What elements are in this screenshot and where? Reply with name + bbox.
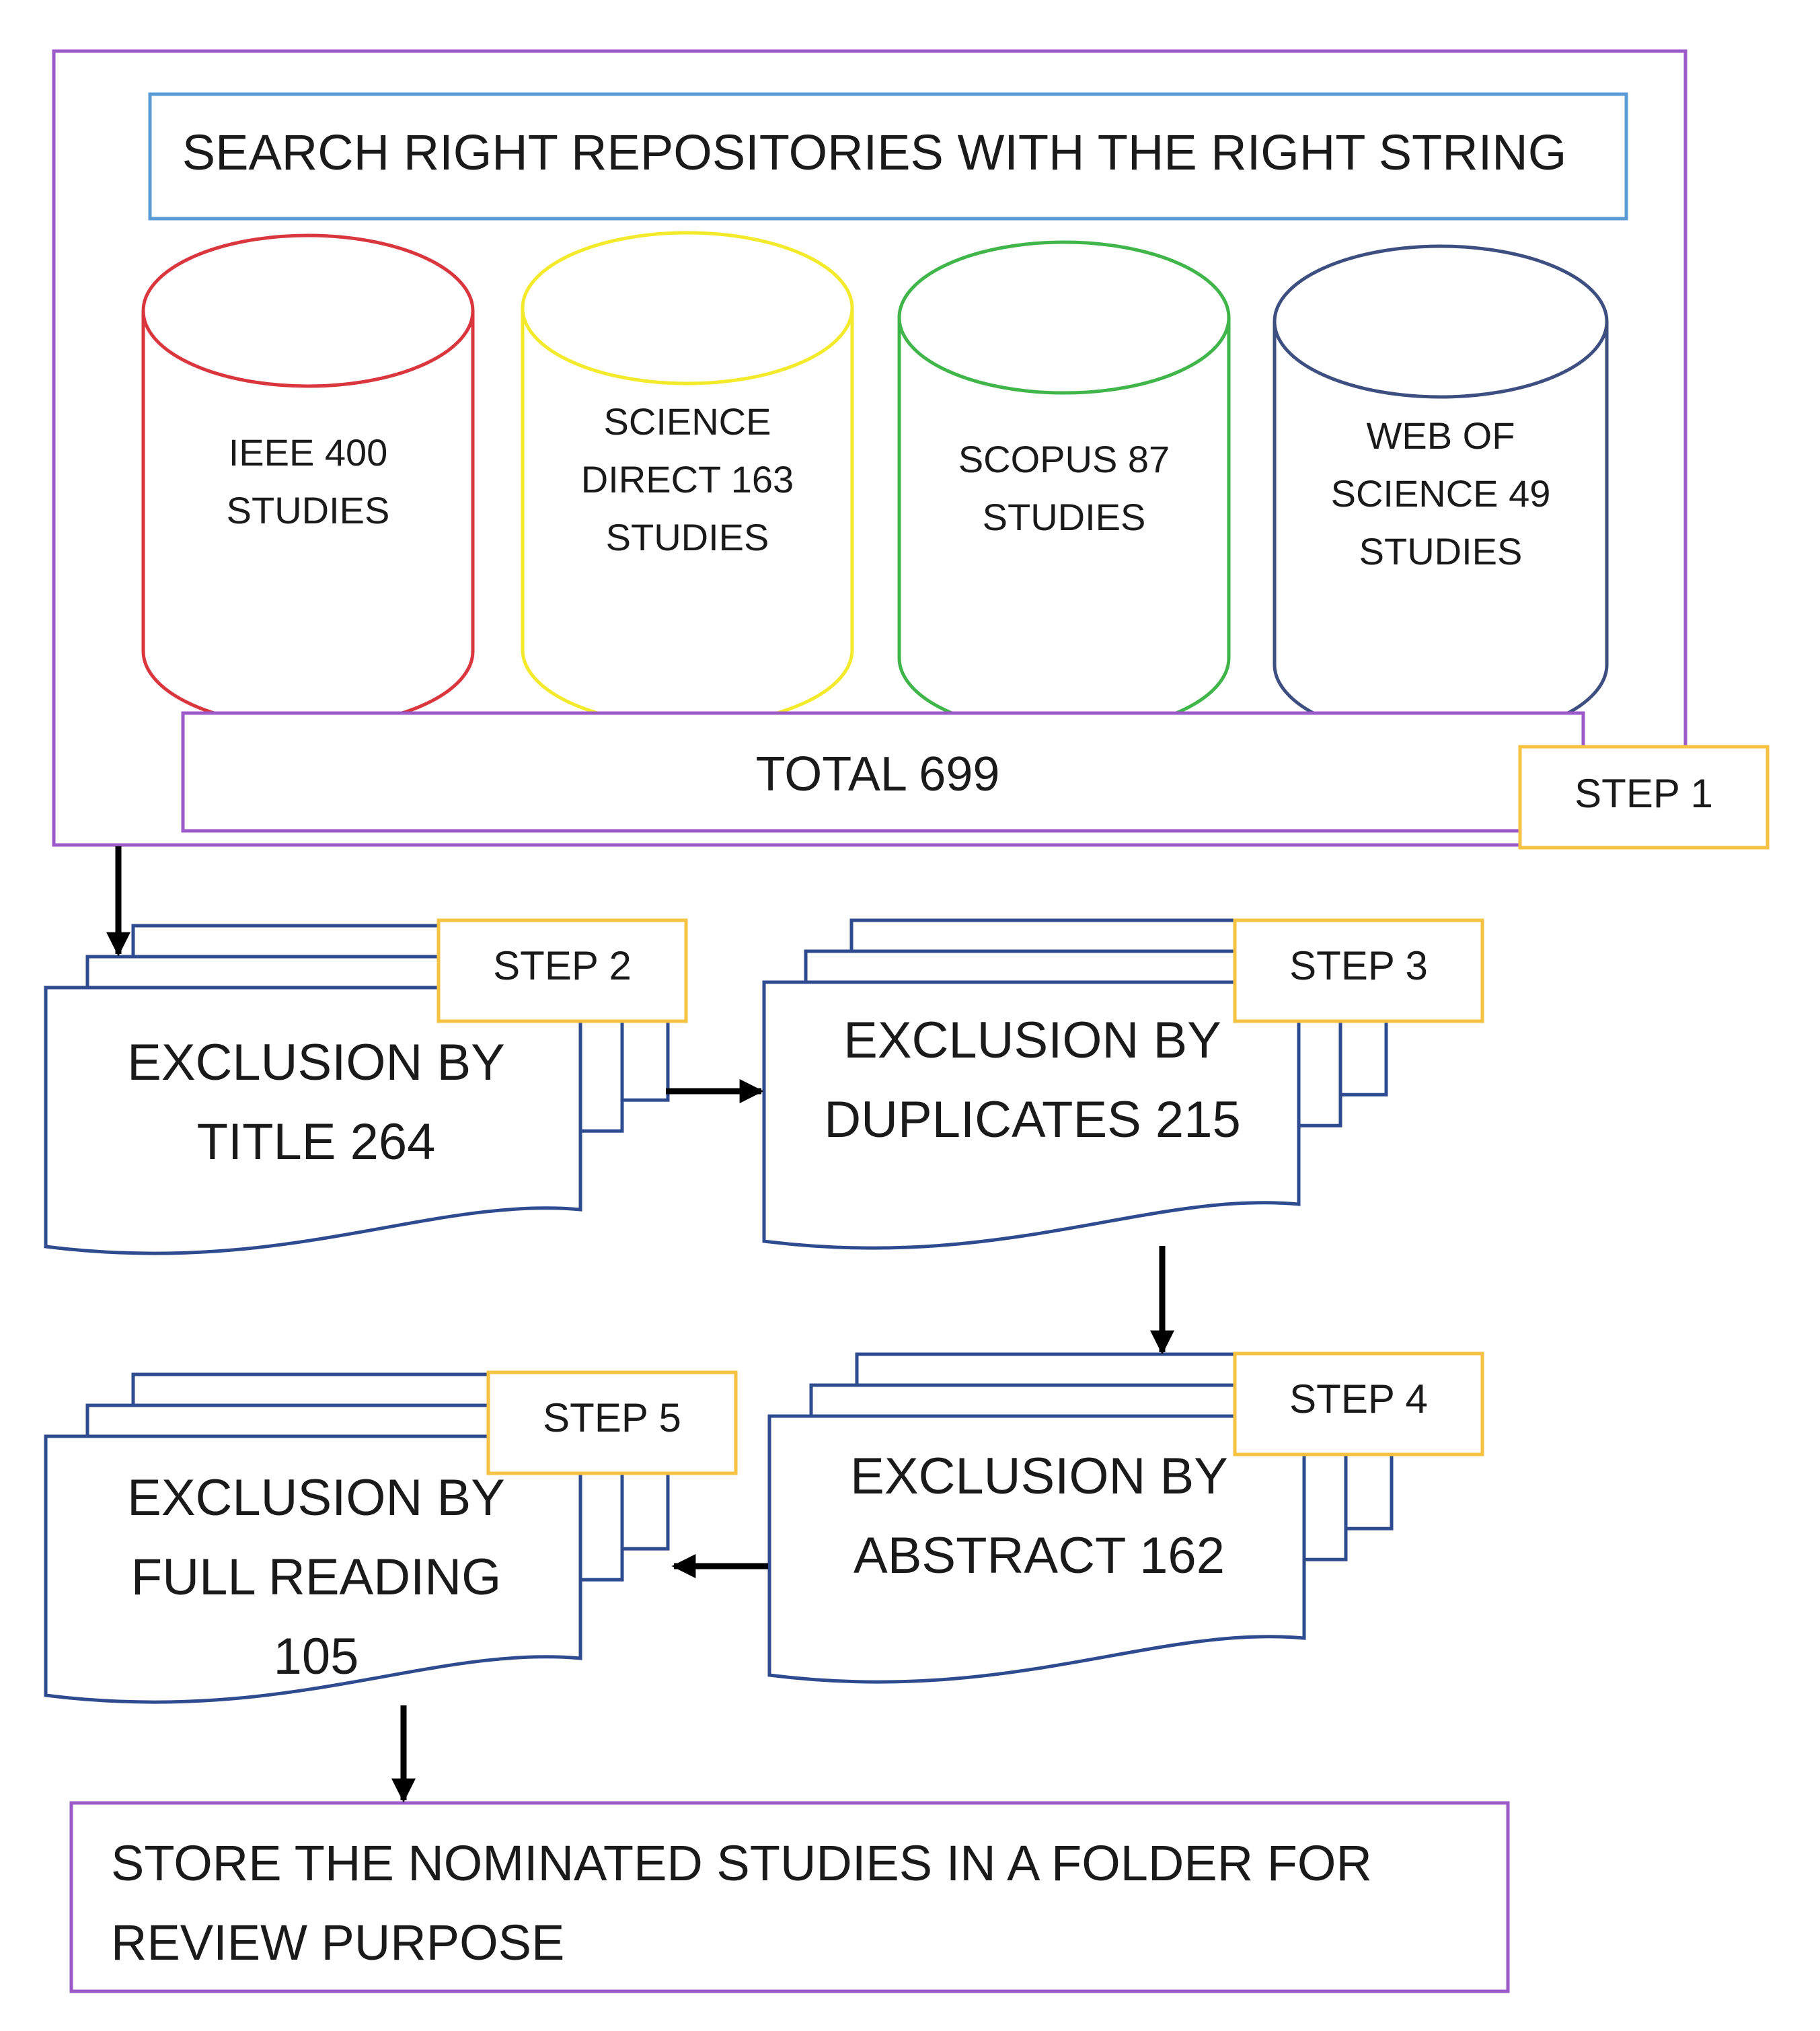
header-text: SEARCH RIGHT REPOSITORIES WITH THE RIGHT…: [182, 124, 1567, 180]
repository-wos: WEB OF SCIENCE 49 STUDIES: [1273, 244, 1609, 742]
flow-arrows: [106, 846, 1174, 1803]
repository-label-line: STUDIES: [983, 496, 1146, 538]
step1-frame: [52, 49, 1688, 847]
total-text: TOTAL 699: [756, 747, 1000, 801]
doc-stack-full: STEP 5 EXCLUSION BY FULL READING 105: [44, 1370, 738, 1704]
cylinder-top: [1273, 244, 1609, 399]
doc-text-line: EXCLUSION BY: [850, 1448, 1228, 1505]
doc-text-line: TITLE 264: [197, 1113, 436, 1171]
doc-front-page: [44, 986, 582, 1255]
store-text: STORE THE NOMINATED STUDIES IN A FOLDER …: [111, 1835, 1372, 1970]
doc-text-line: FULL READING: [131, 1549, 501, 1606]
step1-label-box: [1518, 745, 1770, 850]
doc-text-line: ABSTRACT 162: [854, 1527, 1225, 1584]
doc-text: EXCLUSION BY TITLE 264: [127, 1034, 505, 1171]
cylinder-top: [521, 231, 854, 385]
step-label: STEP 3: [1289, 943, 1428, 988]
doc-text-line: 105: [274, 1628, 359, 1685]
repository-label-line: DIRECT 163: [581, 458, 794, 501]
step-label-box: [1233, 918, 1484, 1023]
repository-label-line: SCOPUS 87: [958, 438, 1170, 480]
repository-label-line: STUDIES: [1359, 530, 1523, 573]
doc-stack-abstract: STEP 4 EXCLUSION BY ABSTRACT 162: [767, 1352, 1484, 1684]
doc-text: EXCLUSION BY DUPLICATES 215: [824, 1012, 1241, 1148]
repository-label: SCOPUS 87 STUDIES: [958, 438, 1170, 538]
header-box: [148, 92, 1628, 221]
repository-label-line: STUDIES: [606, 516, 769, 558]
store-text-line: REVIEW PURPOSE: [111, 1915, 564, 1970]
repository-label-line: SCIENCE 49: [1331, 472, 1551, 515]
repository-label-line: WEB OF: [1367, 414, 1515, 457]
doc-front-page: [767, 1414, 1306, 1684]
doc-text-line: EXCLUSION BY: [127, 1469, 505, 1526]
step1-label: STEP 1: [1575, 771, 1713, 816]
doc-text-line: EXCLUSION BY: [843, 1012, 1221, 1069]
repository-label-line: IEEE 400: [229, 431, 388, 474]
doc-front-page: [44, 1434, 582, 1704]
doc-stack-duplicates: STEP 3 EXCLUSION BY DUPLICATES 215: [762, 918, 1484, 1250]
cylinder-top: [141, 233, 475, 388]
step-label: STEP 2: [493, 943, 632, 988]
cylinder-top: [897, 240, 1231, 395]
doc-text: EXCLUSION BY ABSTRACT 162: [850, 1448, 1228, 1584]
store-box: [69, 1801, 1510, 1993]
store-text-line: STORE THE NOMINATED STUDIES IN A FOLDER …: [111, 1835, 1372, 1891]
repository-label-line: SCIENCE: [604, 400, 771, 443]
document-stacks: STEP 2 EXCLUSION BY TITLE 264 STEP 3 EXCLUSI…: [44, 918, 1484, 1704]
repository-label-line: STUDIES: [227, 489, 390, 531]
repository-label: WEB OF SCIENCE 49 STUDIES: [1331, 414, 1551, 573]
doc-text: EXCLUSION BY FULL READING 105: [127, 1469, 505, 1685]
step-label: STEP 4: [1289, 1376, 1428, 1421]
step-label: STEP 5: [543, 1395, 681, 1440]
step-label-box: [1233, 1352, 1484, 1456]
doc-text-line: DUPLICATES 215: [824, 1091, 1241, 1148]
doc-text-line: EXCLUSION BY: [127, 1034, 505, 1091]
step-label-box: [437, 918, 688, 1023]
doc-front-page: [762, 980, 1301, 1250]
repository-scopus: SCOPUS 87 STUDIES: [897, 240, 1231, 735]
doc-stack-title: STEP 2 EXCLUSION BY TITLE 264: [44, 918, 688, 1255]
step-label-box: [486, 1370, 738, 1475]
